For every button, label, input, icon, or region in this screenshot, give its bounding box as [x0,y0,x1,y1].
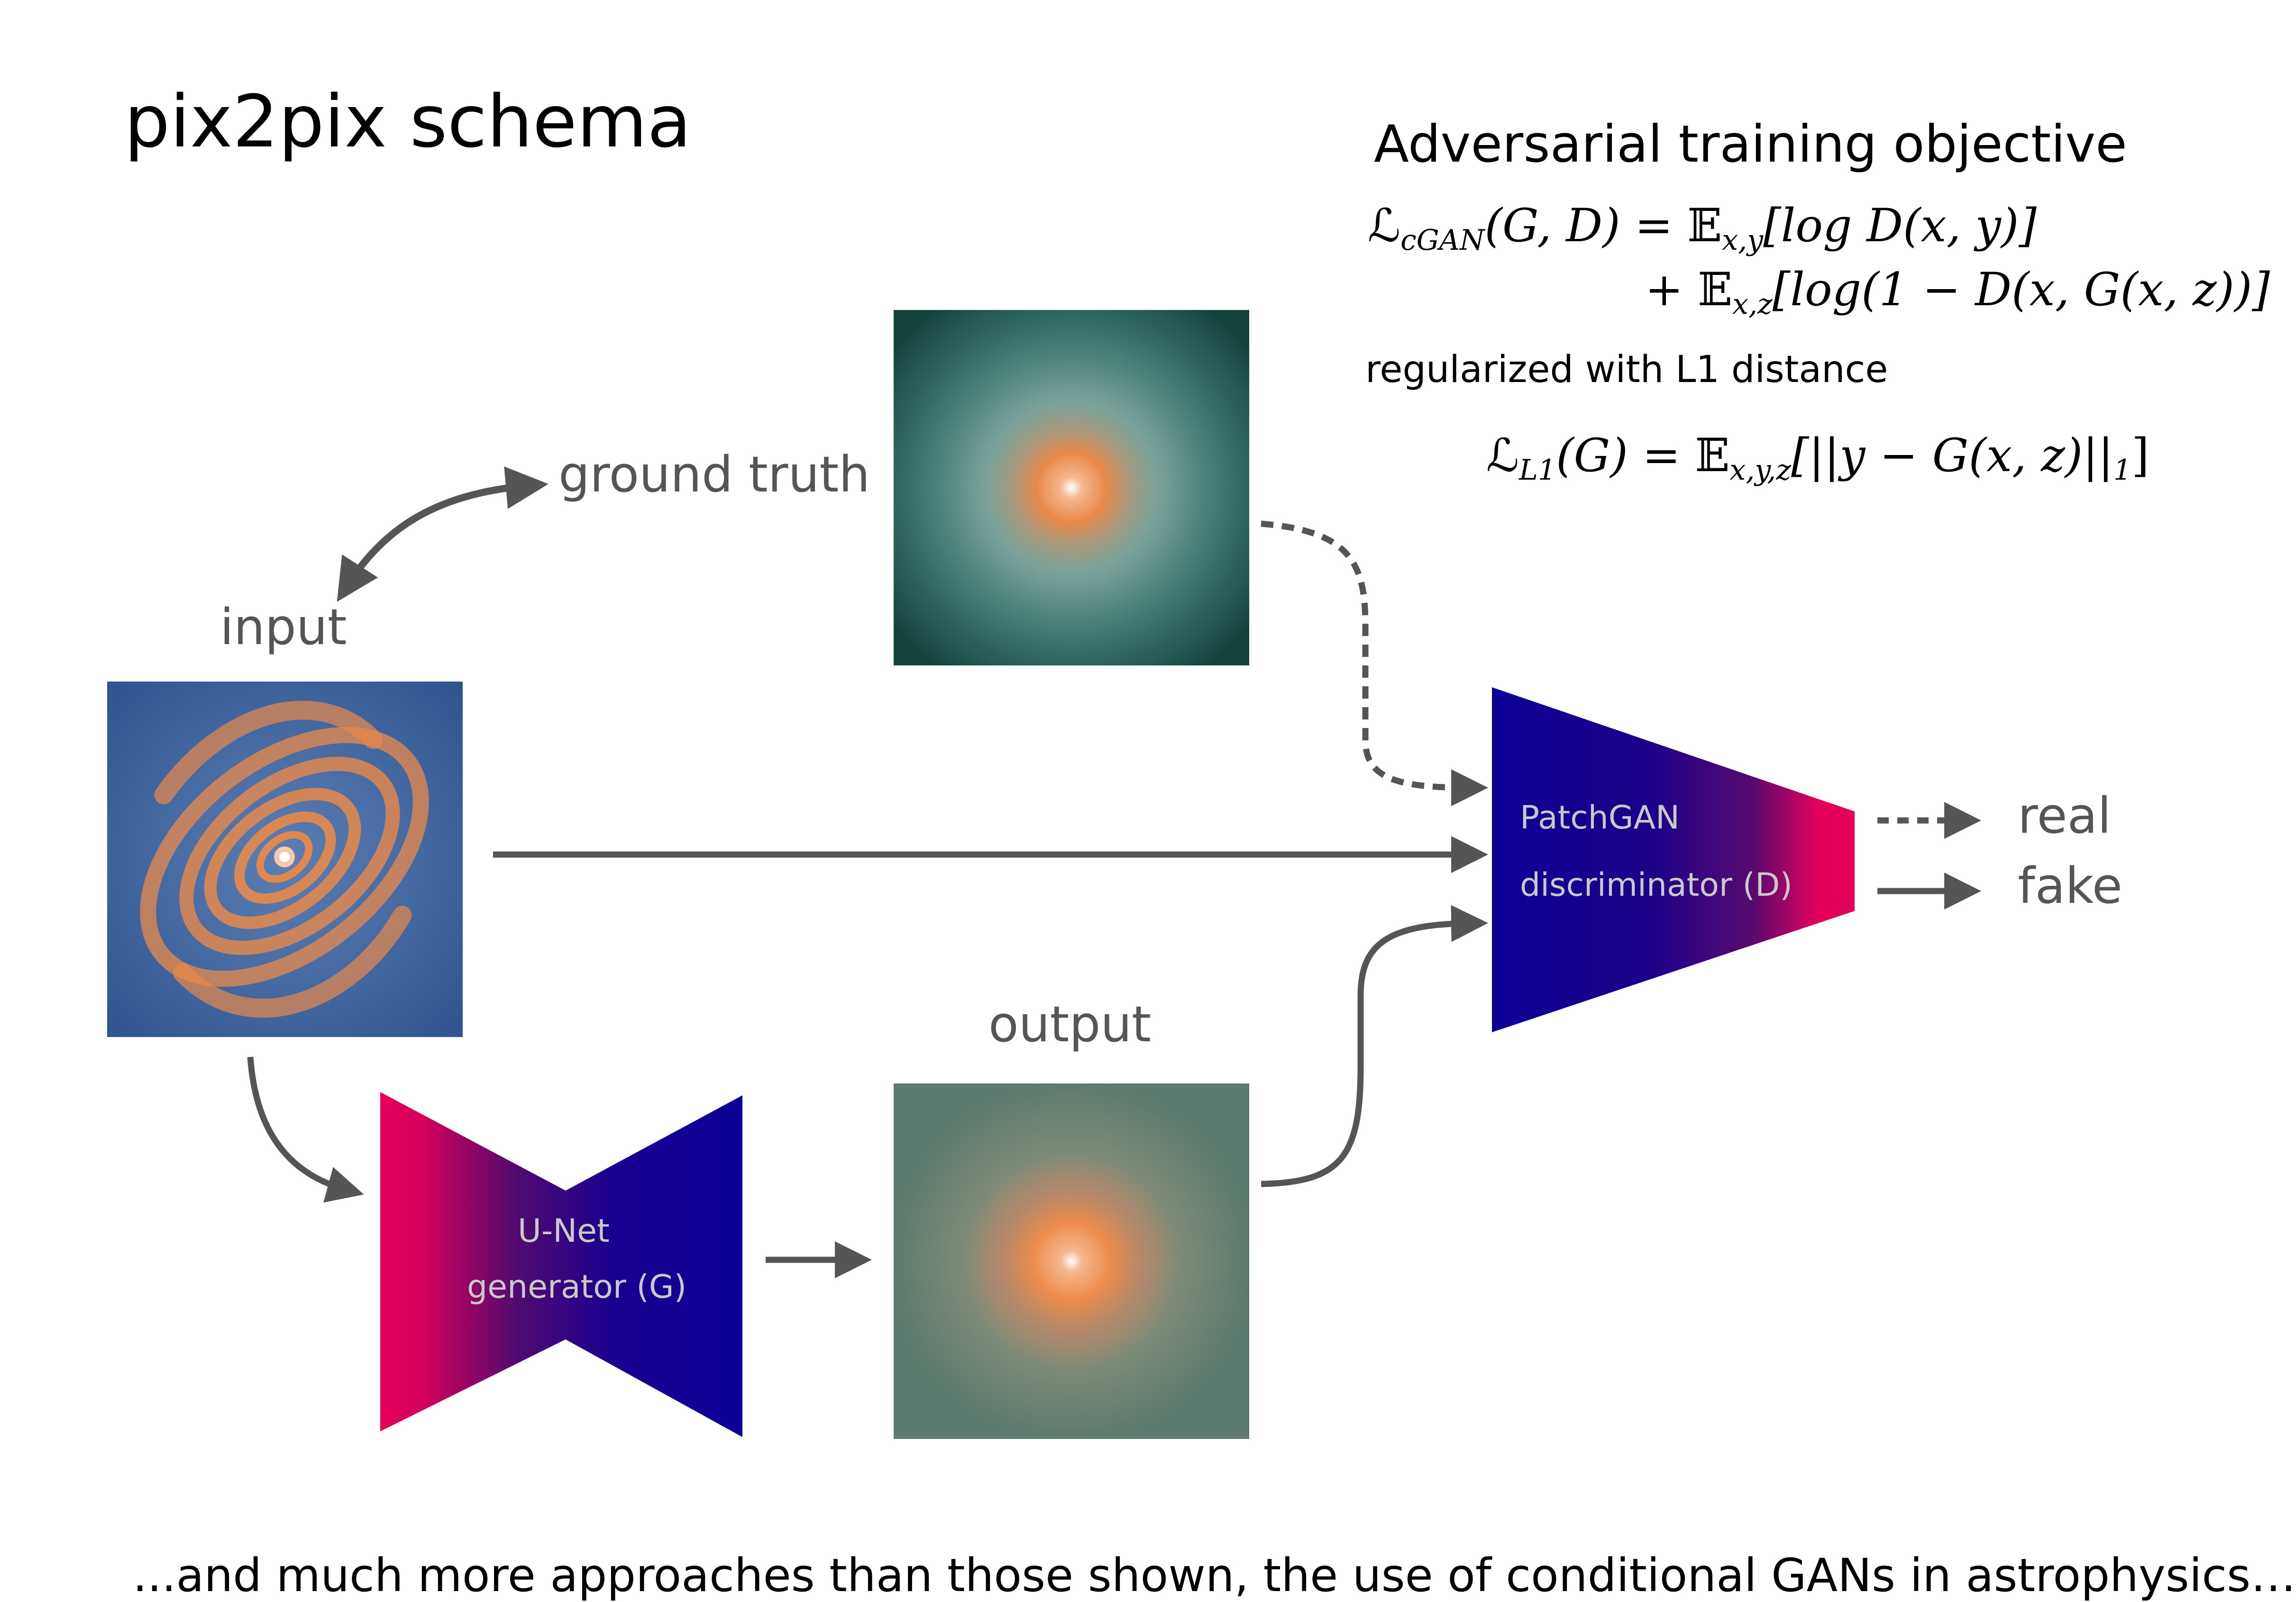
expectation-subscript: x,z [1732,288,1773,321]
input-ground-truth-arrow [337,466,549,602]
ground-truth-to-discriminator-arrow [1261,520,1488,806]
loss-symbol: ℒ [1486,429,1519,482]
loss-symbol: ℒ [1368,199,1401,252]
objective-heading: Adversarial training objective [1374,115,2127,174]
l1-loss-line: ℒL1(G) = 𝔼x,y,z[||y − G(x, z)||1] [1486,429,2149,487]
output-image [894,1083,1249,1439]
cgan-loss-line2: + 𝔼x,z[log(1 − D(x, G(x, z))] [1645,263,2270,321]
generator-name: U-Net [518,1212,610,1250]
expectation-subscript: x,y,z [1729,454,1791,487]
cgan-loss-line1: ℒcGAN(G, D) = 𝔼x,y[log D(x, y)] [1368,199,2037,257]
bracket-close: ] [2131,429,2150,482]
bottom-caption: ...and much more approaches than those s… [133,1549,2296,1602]
ground-truth-image [894,310,1249,665]
expectation-symbol: 𝔼 [1697,263,1733,316]
input-image [107,682,463,1037]
real-label: real [2018,787,2112,845]
pix2pix-diagram: pix2pix schema Adversarial training obje… [107,80,2296,1602]
loss-rhs: [log D(x, y)] [1763,199,2037,252]
expectation-symbol: 𝔼 [1695,429,1730,482]
loss-subscript: cGAN [1400,224,1485,257]
discriminator-block [1492,687,1855,1032]
output-label: output [988,995,1152,1053]
norm-subscript: 1 [2113,454,2131,487]
loss-args: (G) = [1556,429,1695,482]
fake-label: fake [2018,857,2122,915]
generator-block [380,1092,742,1437]
diagram-canvas [107,310,1981,1439]
loss-args: (G, D) = [1484,199,1688,252]
discriminator-name: PatchGAN [1520,799,1680,837]
expectation-symbol: 𝔼 [1687,199,1722,252]
generator-role: generator (G) [467,1268,687,1306]
ground-truth-label: ground truth [558,446,870,503]
regularization-text: regularized with L1 distance [1365,348,1888,391]
loss-subscript: L1 [1519,454,1556,487]
loss-rhs: [log(1 − D(x, G(x, z))] [1772,263,2270,316]
loss-rhs: [||y − G(x, z)|| [1791,429,2113,482]
discriminator-role: discriminator (D) [1520,866,1793,904]
input-to-generator-arrow [247,1056,364,1203]
output-to-discriminator-arrow [1261,905,1488,1187]
expectation-subscript: x,y [1722,224,1764,257]
diagram-title: pix2pix schema [124,80,692,164]
plus-sign: + [1645,263,1698,316]
input-label: input [220,598,347,656]
